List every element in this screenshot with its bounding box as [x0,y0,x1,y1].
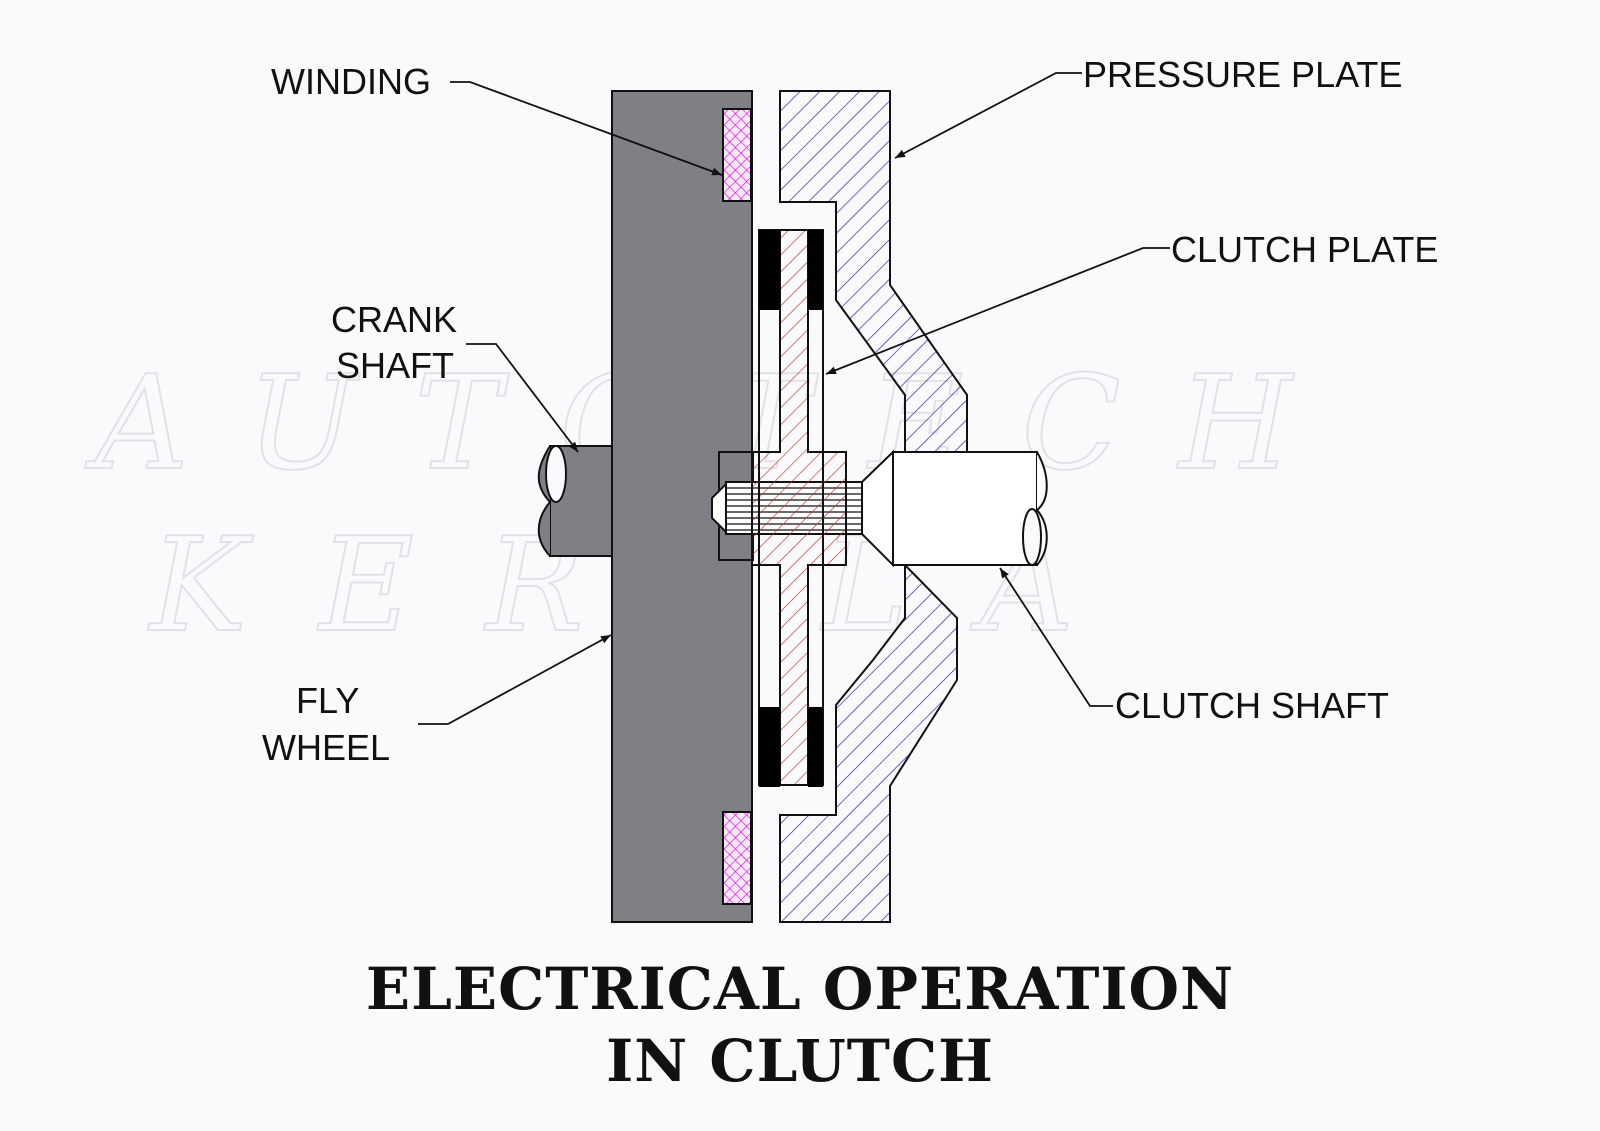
winding-bottom [722,811,752,905]
diagram-title-line1: ELECTRICAL OPERATION [365,955,1235,1023]
label-crank-shaft-line1: CRANK [331,299,457,340]
leader-pressure-plate [894,72,1082,159]
clutch-plate [751,229,847,787]
crank-shaft [537,445,615,557]
clutch-shaft [861,449,1048,568]
label-clutch-shaft: CLUTCH SHAFT [1115,685,1389,726]
leader-crank-shaft [466,343,579,453]
leader-winding [450,81,723,176]
label-crank-shaft-line2: SHAFT [336,345,454,386]
leader-clutch-plate [825,247,1170,375]
winding-top [722,108,752,202]
label-winding: WINDING [271,61,431,102]
diagram-title-line2: IN CLUTCH [606,1027,994,1095]
labels: WINDING PRESSURE PLATE CLUTCH PLATE CRAN… [262,54,1438,768]
label-fly-wheel-line1: FLY [296,680,359,721]
label-fly-wheel-line2: WHEEL [262,727,390,768]
leader-clutch-shaft [999,567,1113,707]
leader-lines [418,72,1170,725]
leader-fly-wheel [418,634,612,725]
label-pressure-plate: PRESSURE PLATE [1083,54,1402,95]
label-clutch-plate: CLUTCH PLATE [1171,229,1438,270]
